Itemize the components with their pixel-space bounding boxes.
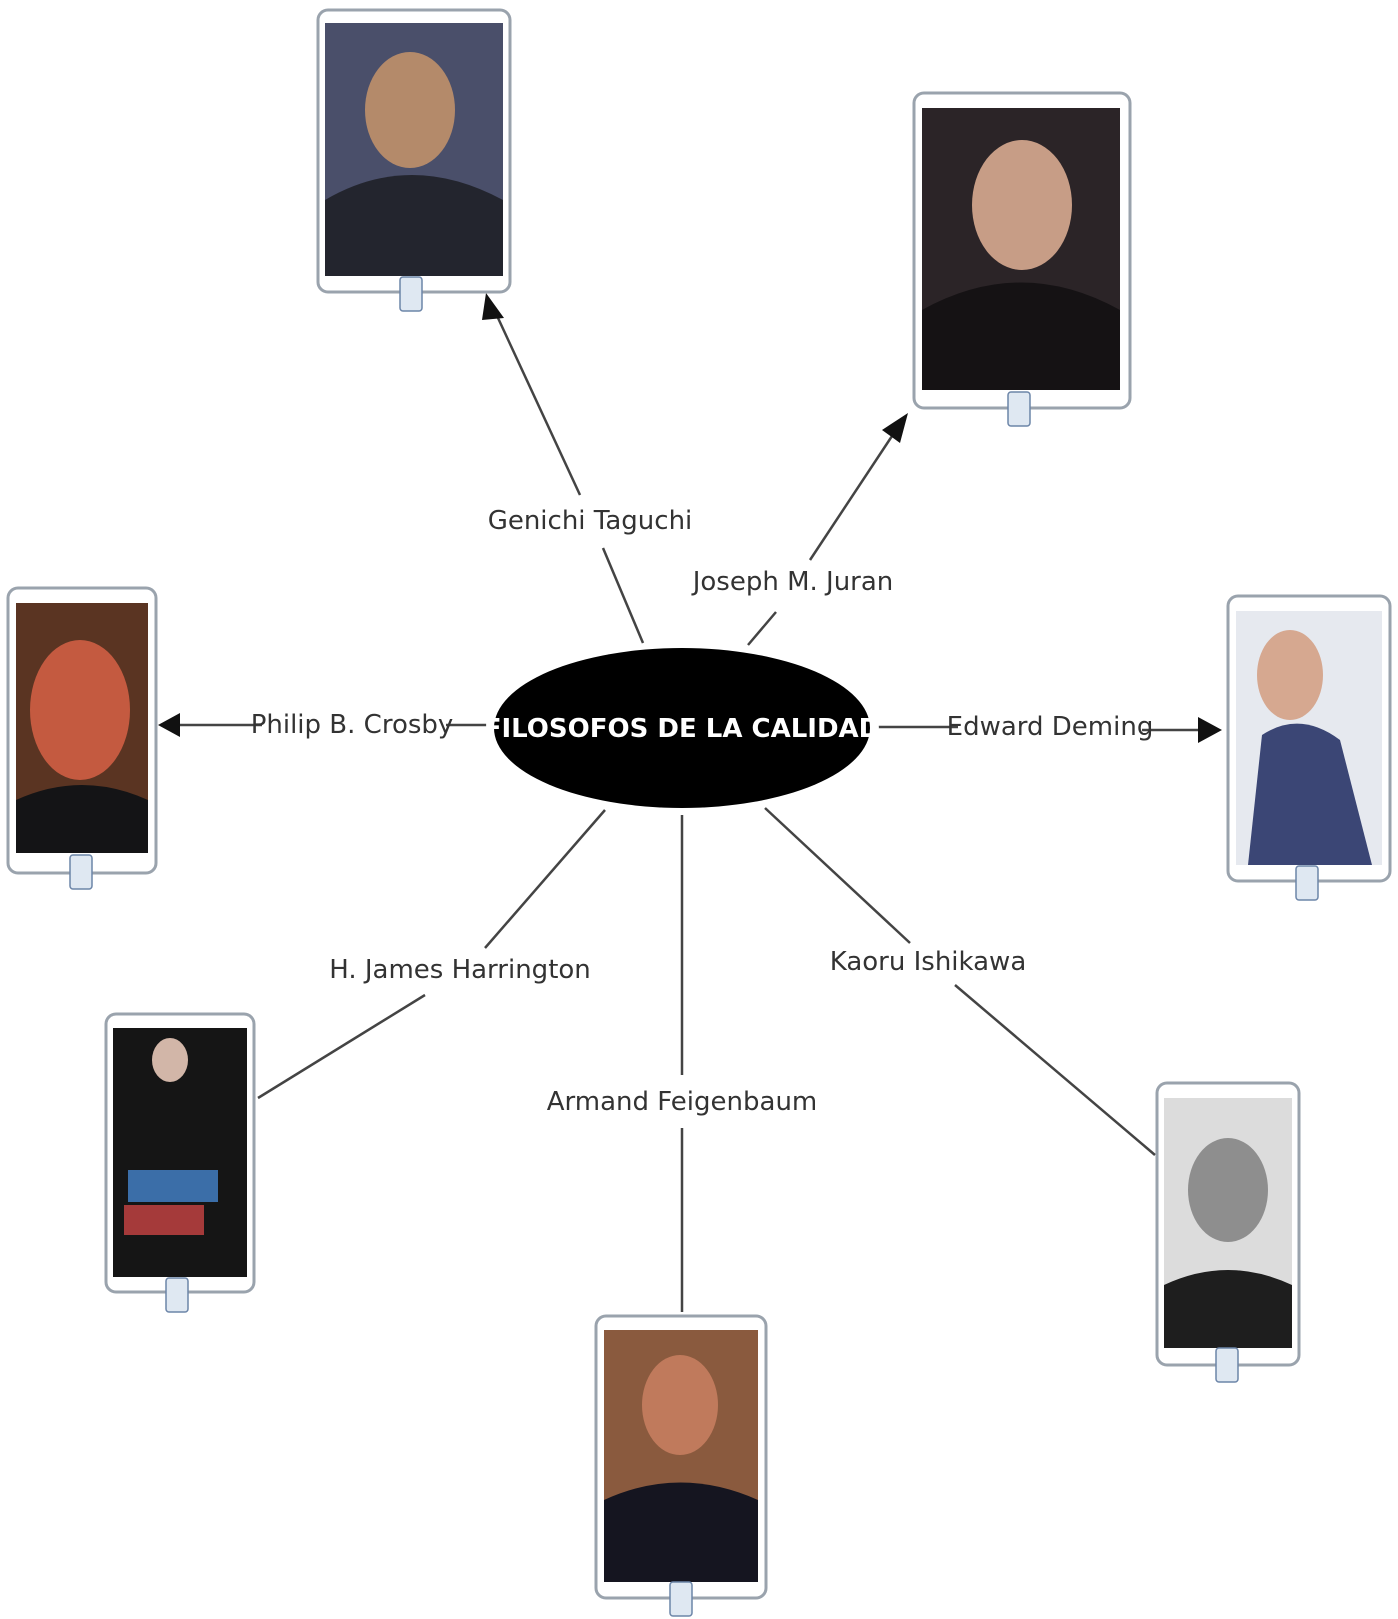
image-attachment-icon[interactable] xyxy=(399,276,423,312)
image-attachment-icon[interactable] xyxy=(69,854,93,890)
edge-ishikawa-lower xyxy=(954,984,1156,1156)
portrait-suit xyxy=(1164,1270,1292,1348)
label-feigenbaum: Armand Feigenbaum xyxy=(547,1087,818,1117)
edge-harrington-upper xyxy=(484,809,606,949)
portrait-face xyxy=(972,140,1072,270)
portrait-suit xyxy=(604,1482,758,1582)
portrait-face xyxy=(1257,630,1323,720)
label-harrington: H. James Harrington xyxy=(329,955,591,985)
center-title: FILOSOFOS DE LA CALIDAD xyxy=(484,714,881,744)
edge-harrington-lower xyxy=(257,993,426,1100)
portrait-face xyxy=(152,1038,188,1082)
portrait-books xyxy=(128,1170,218,1202)
arrow-crosby xyxy=(158,713,180,737)
photo-card-taguchi[interactable] xyxy=(316,8,512,312)
portrait-face xyxy=(1188,1138,1268,1242)
edge-taguchi-upper xyxy=(490,304,582,496)
portrait-suit xyxy=(325,175,503,276)
arrow-deming xyxy=(1198,717,1222,743)
photo-card-deming[interactable] xyxy=(1226,594,1392,901)
arrow-juran xyxy=(882,413,908,443)
center-node[interactable]: FILOSOFOS DE LA CALIDAD xyxy=(484,648,881,808)
center-ellipse xyxy=(494,648,870,808)
label-juran: Joseph M. Juran xyxy=(691,567,894,597)
portrait-suit xyxy=(16,785,148,853)
arrow-taguchi xyxy=(482,293,504,320)
portrait-books-lower xyxy=(124,1205,204,1235)
label-deming: Edward Deming xyxy=(947,712,1154,742)
edges xyxy=(158,293,1222,1312)
photo-card-feigenbaum[interactable] xyxy=(594,1314,768,1617)
photo-card-ishikawa[interactable] xyxy=(1155,1081,1301,1383)
edge-taguchi-lower xyxy=(601,547,645,644)
image-attachment-icon[interactable] xyxy=(1007,391,1031,427)
label-ishikawa: Kaoru Ishikawa xyxy=(830,947,1027,977)
photo-card-harrington[interactable] xyxy=(104,1012,256,1313)
edge-labels: Genichi Taguchi Joseph M. Juran Philip B… xyxy=(251,506,1154,1117)
portrait-face xyxy=(642,1355,718,1455)
image-attachment-icon[interactable] xyxy=(669,1581,693,1617)
image-attachment-icon[interactable] xyxy=(165,1277,189,1313)
portrait-face xyxy=(365,52,455,168)
edge-ishikawa-upper xyxy=(764,807,911,944)
portrait-face xyxy=(30,640,130,780)
label-crosby: Philip B. Crosby xyxy=(251,710,454,740)
image-attachment-icon[interactable] xyxy=(1295,865,1319,901)
photo-card-juran[interactable] xyxy=(912,91,1132,427)
edge-juran-upper xyxy=(808,429,898,561)
label-taguchi: Genichi Taguchi xyxy=(488,506,693,536)
portrait-suit xyxy=(922,282,1120,390)
image-attachment-icon[interactable] xyxy=(1215,1347,1239,1383)
photo-card-crosby[interactable] xyxy=(6,586,158,890)
edge-juran-lower xyxy=(747,611,777,646)
portrait-suit xyxy=(1248,723,1372,865)
